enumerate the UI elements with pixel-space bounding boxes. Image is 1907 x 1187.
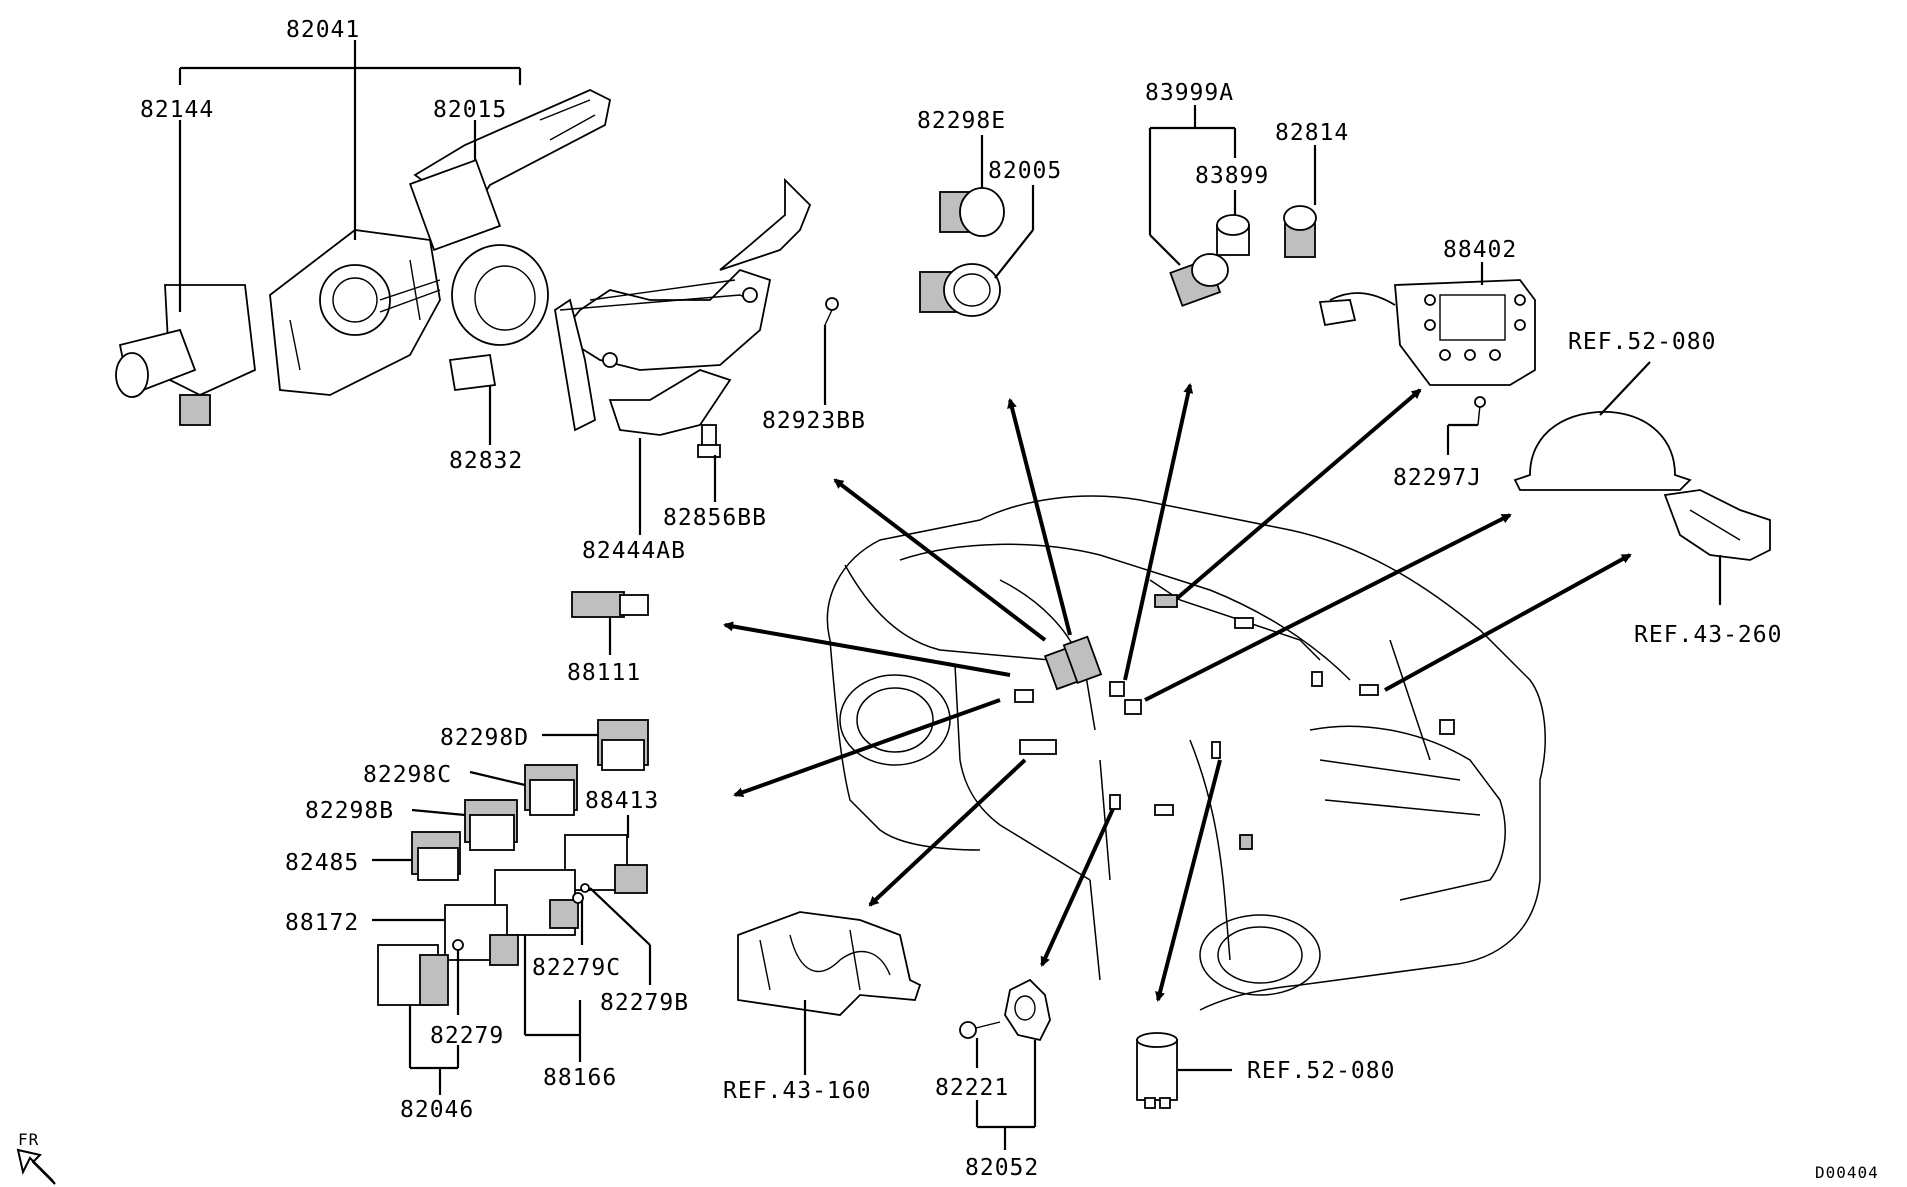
label-82279c: 82279C: [532, 955, 621, 981]
label-82814: 82814: [1275, 120, 1349, 146]
label-82279b: 82279B: [600, 990, 689, 1016]
location-arrows: [723, 383, 1632, 1002]
label-82444ab: 82444AB: [582, 538, 686, 564]
label-82485: 82485: [285, 850, 359, 876]
label-82015: 82015: [433, 97, 507, 123]
ref-lamp-part: [1136, 1032, 1178, 1109]
label-82923bb: 82923BB: [762, 408, 866, 434]
label-82298c: 82298C: [363, 762, 452, 788]
label-88166: 88166: [543, 1065, 617, 1091]
combination-switch-assembly: [115, 89, 612, 426]
label-82298e: 82298E: [917, 108, 1006, 134]
label-front: FR: [18, 1130, 39, 1149]
label-82298b: 82298B: [305, 798, 394, 824]
label-ref-52-080-bottom: REF.52-080: [1247, 1058, 1395, 1084]
in-car-parts: [1014, 594, 1455, 850]
label-82298d: 82298D: [440, 725, 529, 751]
label-88413: 88413: [585, 788, 659, 814]
label-82832: 82832: [449, 448, 523, 474]
leader-lines: [178, 40, 1722, 1150]
ref-relay-box: [737, 911, 922, 1016]
label-88402: 88402: [1443, 237, 1517, 263]
ref-dome-part: [1513, 411, 1692, 491]
part-labels: 82041 82144 82015 82832 82923BB 82856BB …: [18, 17, 1879, 1182]
switch-cluster: [377, 591, 649, 1006]
car-outline: [826, 495, 1546, 1011]
label-ref-52-080-top: REF.52-080: [1568, 329, 1716, 355]
label-82041: 82041: [286, 17, 360, 43]
label-83899: 83899: [1195, 163, 1269, 189]
label-82052: 82052: [965, 1155, 1039, 1181]
front-direction-indicator: [16, 1148, 56, 1185]
start-buttons: [919, 187, 1005, 317]
label-82297j: 82297J: [1393, 465, 1482, 491]
label-82144: 82144: [140, 97, 214, 123]
label-ref-43-260: REF.43-260: [1634, 622, 1782, 648]
label-82221: 82221: [935, 1075, 1009, 1101]
diagram-code: D00404: [1815, 1163, 1879, 1182]
bracket-82052: [959, 978, 1051, 1042]
label-82046: 82046: [400, 1097, 474, 1123]
label-82279: 82279: [430, 1023, 504, 1049]
ref-bracket-part: [1663, 489, 1771, 561]
multi-display-unit: [1318, 279, 1536, 426]
label-88111: 88111: [567, 660, 641, 686]
label-83999a: 83999A: [1145, 80, 1234, 106]
label-ref-43-160: REF.43-160: [723, 1078, 871, 1104]
lighter-sockets: [1169, 205, 1317, 307]
label-88172: 88172: [285, 910, 359, 936]
label-82005: 82005: [988, 158, 1062, 184]
label-82856bb: 82856BB: [663, 505, 767, 531]
paddle-shifter-assembly: [554, 177, 839, 458]
